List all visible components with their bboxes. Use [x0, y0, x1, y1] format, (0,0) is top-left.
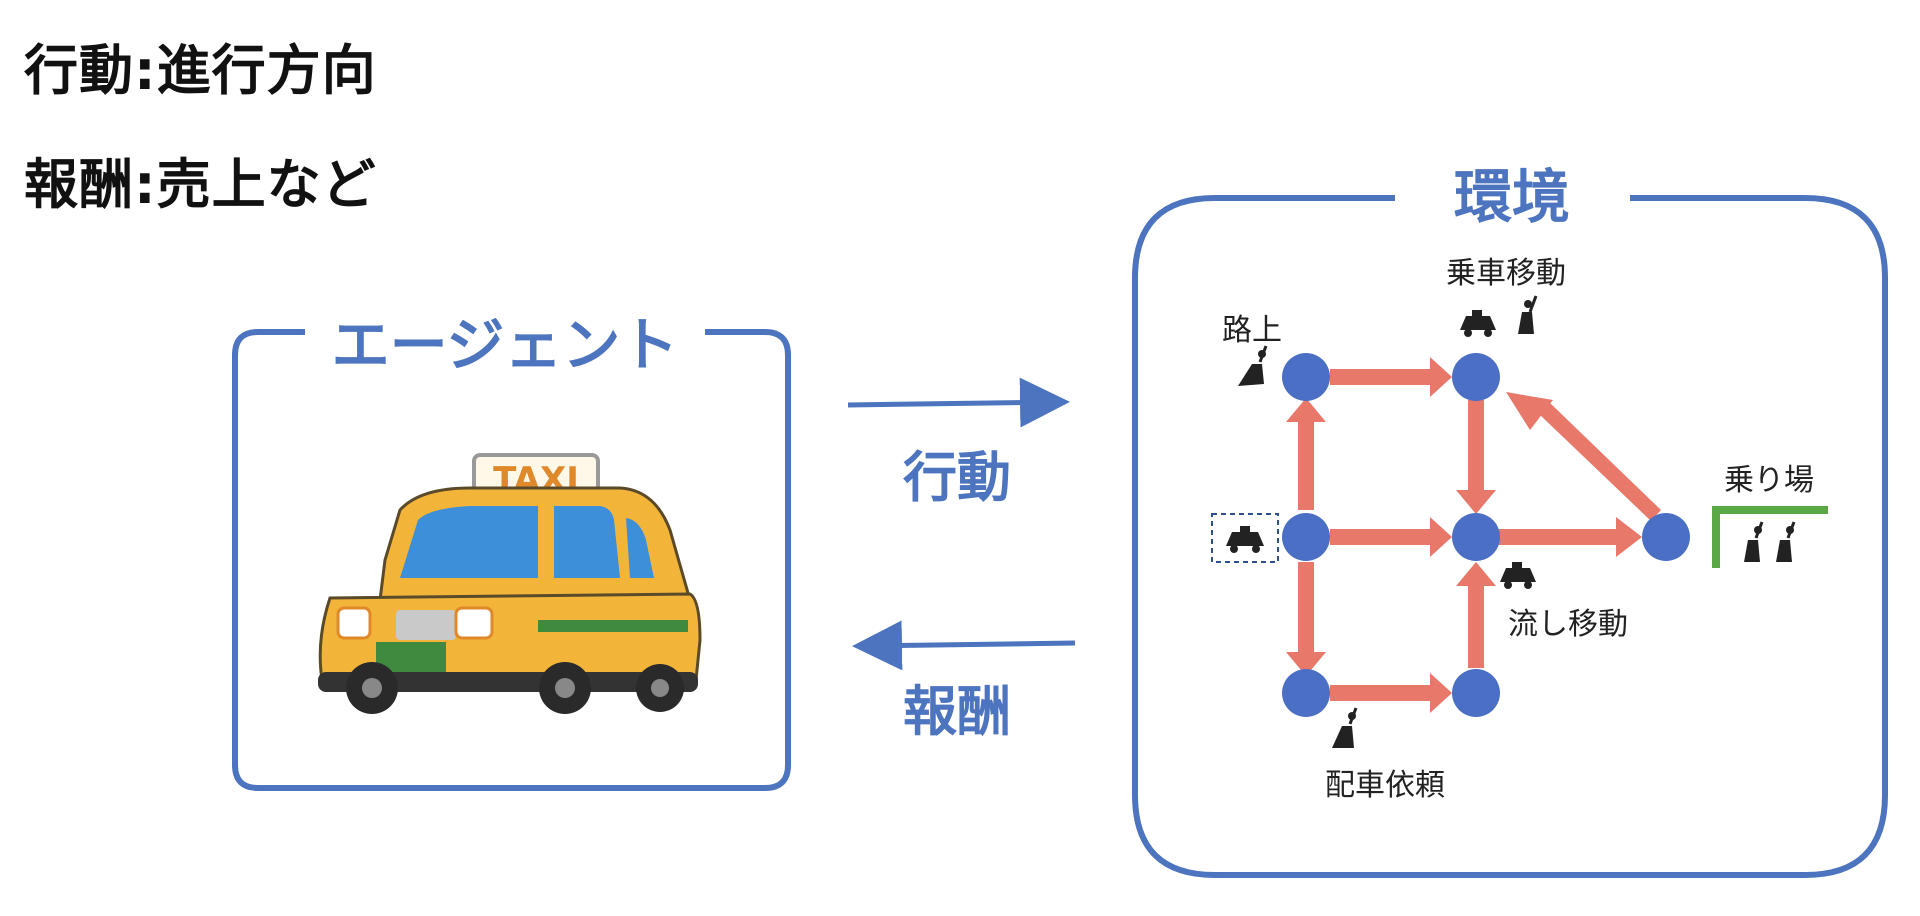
passenger-icons-stand	[1744, 521, 1796, 562]
label-street: 路上	[1222, 313, 1282, 348]
passenger-icon-dispatch	[1332, 707, 1358, 748]
passenger-icon-ride	[1518, 295, 1538, 334]
car-icon-ride	[1460, 310, 1496, 337]
taxi-stand-marker	[1712, 506, 1828, 568]
node-mid-middle	[1452, 513, 1500, 561]
definition-reward: 報酬:売上など	[24, 153, 377, 216]
label-ride: 乗車移動	[1446, 256, 1566, 291]
reward-arrow: 報酬	[852, 620, 1076, 743]
graph-edges	[1286, 357, 1661, 713]
taxi-position-icon	[1211, 513, 1279, 563]
agent-box: エージェント	[232, 311, 791, 791]
node-bottom-middle	[1452, 669, 1500, 717]
node-top-left	[1282, 353, 1330, 401]
action-label: 行動	[903, 446, 1011, 509]
taxi-illustration: TAXI	[318, 453, 702, 714]
label-dispatch: 配車依頼	[1325, 768, 1445, 803]
car-icon-cruise	[1500, 562, 1536, 589]
environment-title: 環境	[1454, 163, 1570, 231]
action-arrow: 行動	[847, 377, 1070, 509]
reward-label: 報酬	[903, 680, 1011, 743]
environment-box: 環境	[1132, 163, 1888, 878]
agent-title: エージェント	[332, 311, 679, 379]
node-mid-left	[1282, 513, 1330, 561]
label-stand: 乗り場	[1724, 463, 1814, 498]
passenger-icon-street	[1238, 345, 1268, 386]
graph-nodes	[1282, 353, 1690, 717]
node-bottom-left	[1282, 669, 1330, 717]
definition-action: 行動:進行方向	[24, 39, 377, 102]
node-right	[1642, 513, 1690, 561]
label-cruise: 流し移動	[1508, 607, 1628, 642]
node-top-middle	[1452, 353, 1500, 401]
